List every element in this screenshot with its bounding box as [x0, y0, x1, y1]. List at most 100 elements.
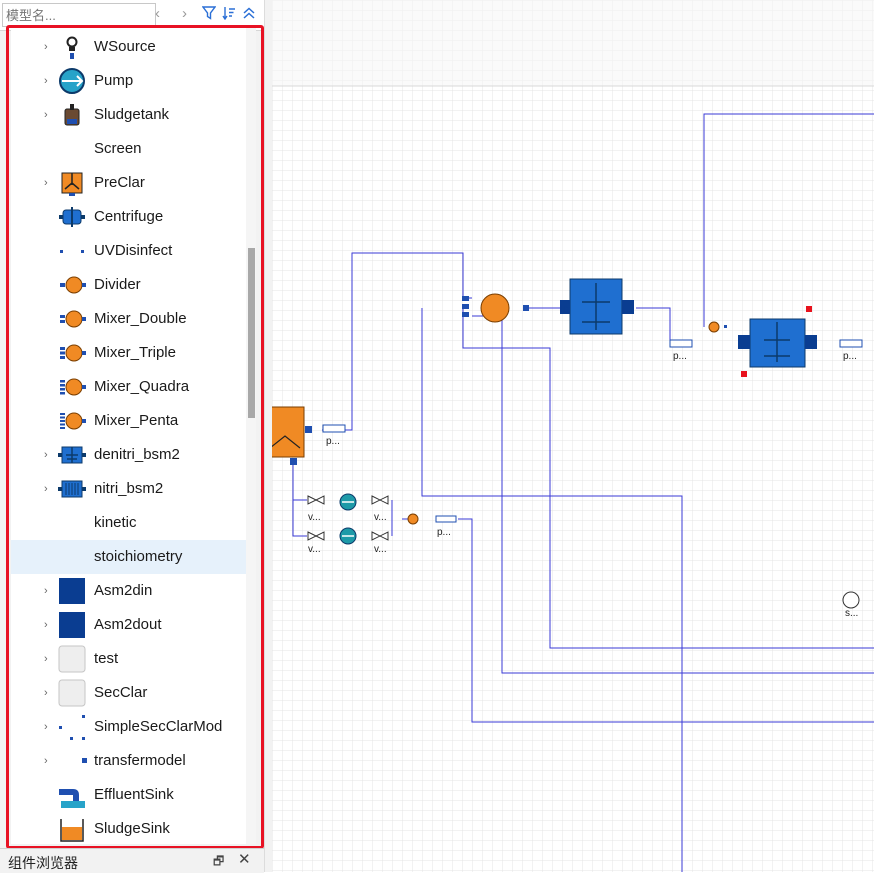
tree-item-pump[interactable]: › Pump — [11, 64, 246, 98]
valve-label: v... — [308, 512, 321, 523]
tree-scrollbar-thumb[interactable] — [248, 248, 255, 418]
next-arrow-icon[interactable]: › — [182, 5, 187, 22]
tree-item-label: Mixer_Triple — [94, 344, 176, 361]
tree-item-nitri-bsm2[interactable]: › nitri_bsm2 — [11, 472, 246, 506]
collapse-all-icon[interactable] — [242, 6, 256, 25]
tree-item-label: Mixer_Quadra — [94, 378, 190, 395]
expand-arrow-icon[interactable]: › — [44, 109, 48, 121]
asm2dout-icon — [57, 611, 87, 639]
wsource-icon — [57, 33, 87, 61]
tree-item-label: Pump — [94, 72, 134, 89]
preclar-icon — [57, 169, 87, 197]
pipe-label: p... — [326, 436, 340, 447]
prev-arrow-icon[interactable]: ‹ — [155, 5, 160, 22]
mixer-penta-icon — [57, 407, 87, 435]
uvdisinfect-icon — [57, 237, 87, 265]
tree-item-label: Mixer_Double — [94, 310, 187, 327]
expand-arrow-icon[interactable]: › — [44, 75, 48, 87]
tree-item-label: UVDisinfect — [94, 242, 173, 259]
tree-item-label: nitri_bsm2 — [94, 480, 164, 497]
tree-item-sludgetank[interactable]: › Sludgetank — [11, 98, 246, 132]
diagram-canvas[interactable]: p... In p... p... v... v... v... v... — [272, 0, 874, 872]
tree-item-effluentsink[interactable]: EffluentSink — [11, 778, 246, 812]
tree-item-divider[interactable]: Divider — [11, 268, 246, 302]
sensor-label: s... — [845, 608, 858, 619]
tree-item-transfermodel[interactable]: › transfermodel — [11, 744, 246, 778]
tree-item-secclar[interactable]: › SecClar — [11, 676, 246, 710]
component-tree: › WSource › Pump › Sludgetank Screen › P… — [11, 28, 246, 844]
pipe-label: p... — [843, 351, 857, 362]
expand-arrow-icon[interactable]: › — [44, 653, 48, 665]
component-browser-panel: ‹ › › WSource › Pump › Sludgetank Screen — [0, 0, 264, 873]
tree-item-uvdisinfect[interactable]: UVDisinfect — [11, 234, 246, 268]
tree-item-sludgesink[interactable]: SludgeSink — [11, 812, 246, 844]
tree-item-simplesecclarmod[interactable]: › SimpleSecClarMod — [11, 710, 246, 744]
tree-item-denitri-bsm2[interactable]: › denitri_bsm2 — [11, 438, 246, 472]
denitri-icon — [57, 441, 87, 469]
tree-item-label: Divider — [94, 276, 141, 293]
tree-item-label: denitri_bsm2 — [94, 446, 180, 463]
panel-splitter[interactable] — [264, 0, 273, 872]
float-window-icon[interactable]: 🗗 — [213, 854, 225, 868]
tree-item-stoichiometry[interactable]: stoichiometry — [11, 540, 246, 574]
tree-item-kinetic[interactable]: kinetic — [11, 506, 246, 540]
tree-item-label: stoichiometry — [94, 548, 183, 565]
tree-item-label: WSource — [94, 38, 156, 55]
expand-arrow-icon[interactable]: › — [44, 687, 48, 699]
expand-arrow-icon[interactable]: › — [44, 177, 48, 189]
pipe-label: p... — [437, 527, 451, 538]
divider-icon — [57, 271, 87, 299]
expand-arrow-icon[interactable]: › — [44, 755, 48, 767]
centrifuge-icon — [57, 203, 87, 231]
tree-item-label: transfermodel — [94, 752, 186, 769]
mixer-double-icon — [57, 305, 87, 333]
tree-item-test[interactable]: › test — [11, 642, 246, 676]
tree-item-label: SimpleSecClarMod — [94, 718, 223, 735]
valve-label: v... — [374, 512, 387, 523]
tree-item-label: kinetic — [94, 514, 137, 531]
pump-icon — [57, 67, 87, 95]
tree-item-centrifuge[interactable]: Centrifuge — [11, 200, 246, 234]
tree-item-mixer-double[interactable]: Mixer_Double — [11, 302, 246, 336]
tree-item-label: Centrifuge — [94, 208, 164, 225]
tree-item-screen[interactable]: Screen — [11, 132, 246, 166]
sort-icon[interactable] — [222, 6, 236, 25]
tree-item-mixer-penta[interactable]: Mixer_Penta — [11, 404, 246, 438]
tree-item-label: SecClar — [94, 684, 148, 701]
tree-item-label: SludgeSink — [94, 820, 170, 837]
test-icon — [57, 645, 87, 673]
tree-item-mixer-quadra[interactable]: Mixer_Quadra — [11, 370, 246, 404]
tree-item-label: Sludgetank — [94, 106, 170, 123]
tree-item-asm2din[interactable]: › Asm2din — [11, 574, 246, 608]
expand-arrow-icon[interactable]: › — [44, 41, 48, 53]
tree-item-wsource[interactable]: › WSource — [11, 30, 246, 64]
asm2din-icon — [57, 577, 87, 605]
tree-item-label: test — [94, 650, 119, 667]
sludgesink-icon — [57, 815, 87, 843]
expand-arrow-icon[interactable]: › — [44, 585, 48, 597]
tree-item-preclar[interactable]: › PreClar — [11, 166, 246, 200]
mixer-quadra-icon — [57, 373, 87, 401]
panel-title: 组件浏览器 — [8, 855, 78, 871]
selection-highlight-box — [6, 25, 264, 849]
expand-arrow-icon[interactable]: › — [44, 449, 48, 461]
nitri-icon — [57, 475, 87, 503]
tree-item-label: Screen — [94, 140, 142, 157]
effluentsink-icon — [57, 781, 87, 809]
close-icon[interactable]: ✕ — [238, 851, 251, 868]
sludgetank-icon — [57, 101, 87, 129]
expand-arrow-icon[interactable]: › — [44, 721, 48, 733]
filter-icon[interactable] — [201, 6, 217, 25]
tree-item-asm2dout[interactable]: › Asm2dout — [11, 608, 246, 642]
tree-item-label: EffluentSink — [94, 786, 174, 803]
valve-label: v... — [374, 544, 387, 555]
search-input[interactable] — [2, 3, 156, 27]
transfermodel-icon — [57, 747, 87, 775]
pipe-label: p... — [673, 351, 687, 362]
valve-label: v... — [308, 544, 321, 555]
expand-arrow-icon[interactable]: › — [44, 619, 48, 631]
expand-arrow-icon[interactable]: › — [44, 483, 48, 495]
reactor-in-label: In — [560, 304, 568, 315]
tree-item-mixer-triple[interactable]: Mixer_Triple — [11, 336, 246, 370]
tree-scrollbar[interactable] — [246, 28, 256, 844]
